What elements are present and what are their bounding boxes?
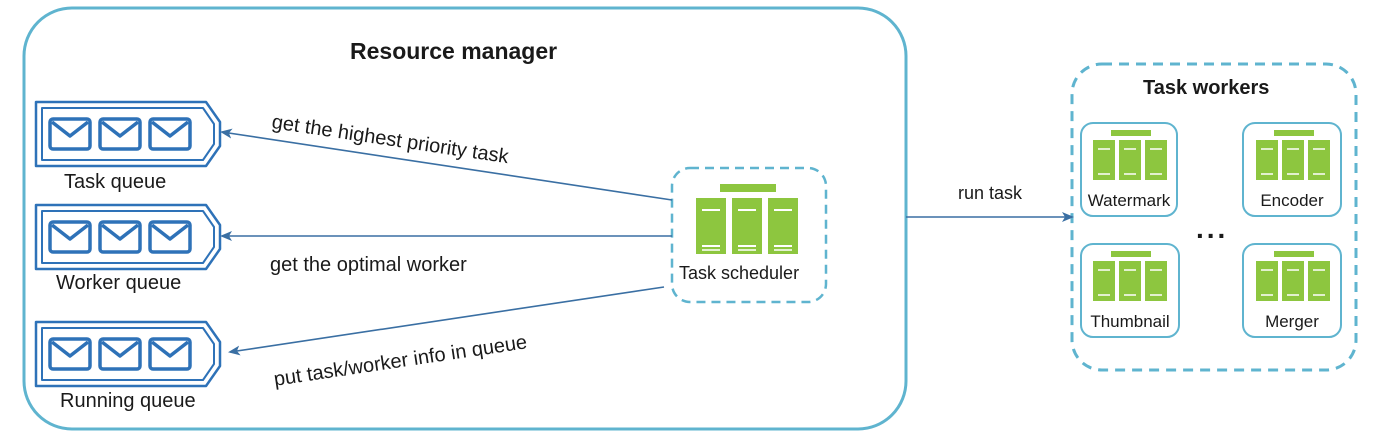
task-queue-icon: [36, 102, 220, 166]
task-queue-label: Task queue: [64, 171, 167, 193]
edge-optimal-worker-label: get the optimal worker: [270, 254, 467, 276]
run-task-label: run task: [958, 183, 1023, 203]
running-queue-label: Running queue: [60, 390, 196, 412]
worker-label-merger: Merger: [1265, 312, 1319, 331]
worker-queue-icon: [36, 205, 220, 269]
worker-label-watermark: Watermark: [1087, 191, 1171, 210]
edge-highest-priority-arrow: [220, 128, 673, 201]
worker-label-thumbnail: Thumbnail: [1090, 312, 1170, 331]
running-queue-icon: [36, 322, 220, 386]
task-scheduler-label: Task scheduler: [679, 263, 800, 283]
task-workers-title: Task workers: [1143, 77, 1270, 99]
worker-label-encoder: Encoder: [1260, 191, 1324, 210]
resource-manager-container: [22, 6, 908, 431]
edge-put-info-arrow: [228, 286, 665, 356]
workers-ellipsis: ...: [1196, 213, 1229, 244]
resource-manager-title: Resource manager: [350, 38, 558, 64]
worker-queue-label: Worker queue: [56, 272, 182, 294]
